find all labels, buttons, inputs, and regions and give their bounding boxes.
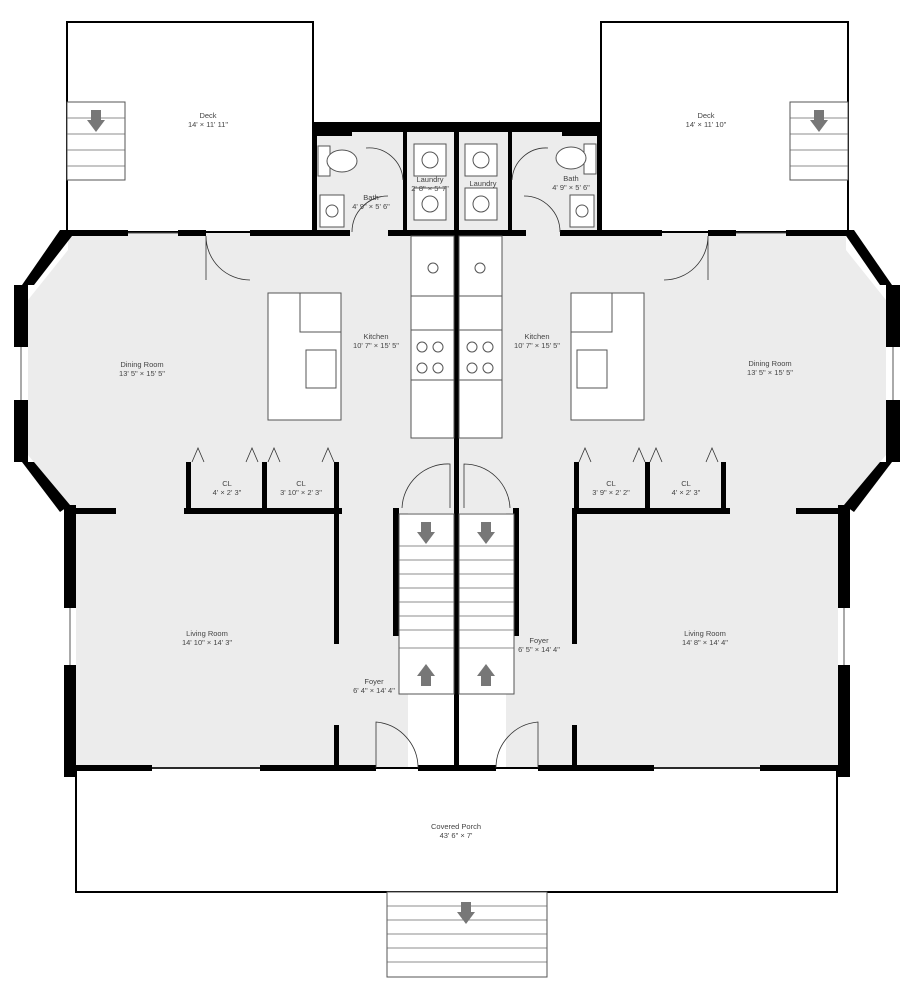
- kitchen-left-dims: 10' 7" × 15' 5": [353, 341, 399, 350]
- sink-icon: [319, 194, 345, 228]
- stair-up-arrow-icon: [417, 664, 435, 686]
- washer-icon: [413, 143, 447, 177]
- bath-right-label: Bath: [563, 174, 578, 183]
- fridge-icon: [410, 235, 455, 297]
- stove-icon: [458, 329, 503, 381]
- bath-left-label: Bath: [363, 193, 378, 202]
- cl-right-1-dims: 3' 9" × 2' 2": [592, 488, 630, 497]
- sink-icon: [305, 349, 337, 389]
- laundry-left-label: Laundry: [416, 175, 443, 184]
- porch-label: Covered Porch: [431, 822, 481, 831]
- cl-left-1-dims: 4' × 2' 3": [213, 488, 242, 497]
- kitchen-left-fixtures: [267, 235, 455, 439]
- bath-right-dims: 4' 9" × 5' 6": [552, 183, 590, 192]
- cl-right-2-dims: 4' × 2' 3": [672, 488, 701, 497]
- kitchen-right-label: Kitchen: [524, 332, 549, 341]
- room-labels: Deck 14' × 11' 11" Deck 14' × 11' 10" Ba…: [119, 111, 793, 840]
- stair-down-arrow-icon: [457, 902, 475, 924]
- deck-left-stairs: [66, 101, 126, 181]
- cl-right-1-label: CL: [606, 479, 616, 488]
- living-right-label: Living Room: [684, 629, 726, 638]
- cl-left-2-dims: 3' 10" × 2' 3": [280, 488, 322, 497]
- sink-icon: [576, 349, 608, 389]
- dining-left-dims: 13' 5" × 15' 5": [119, 369, 165, 378]
- deck-right-label: Deck: [697, 111, 714, 120]
- washer-icon: [464, 143, 498, 177]
- stair-down-arrow-icon: [87, 110, 105, 132]
- stair-down-arrow-icon: [417, 522, 435, 544]
- foyer-right-dims: 6' 5" × 14' 4": [518, 645, 560, 654]
- interior-walls: [76, 132, 838, 770]
- deck-left-label: Deck: [199, 111, 216, 120]
- deck-left-dims: 14' × 11' 11": [188, 120, 228, 129]
- foyer-left-label: Foyer: [364, 677, 384, 686]
- doors: [191, 147, 719, 769]
- cl-left-1-label: CL: [222, 479, 232, 488]
- foyer-right-label: Foyer: [529, 636, 549, 645]
- deck-right-stairs: [789, 101, 849, 181]
- service-fixtures: [317, 143, 597, 228]
- stove-icon: [410, 329, 455, 381]
- deck-right-dims: 14' × 11' 10": [686, 120, 727, 129]
- exterior-walls: [14, 122, 900, 777]
- living-left-label: Living Room: [186, 629, 228, 638]
- porch-stairs: [386, 891, 548, 978]
- interior-stair-right: [458, 513, 515, 695]
- kitchen-right-fixtures: [458, 235, 645, 439]
- laundry-left-dims: 2' 8" × 5' 7": [411, 184, 449, 193]
- dining-right-label: Dining Room: [748, 359, 791, 368]
- dining-left-label: Dining Room: [120, 360, 163, 369]
- dryer-icon: [413, 187, 447, 221]
- living-left-dims: 14' 10" × 14' 3": [182, 638, 232, 647]
- dining-right-dims: 13' 5" × 15' 5": [747, 368, 793, 377]
- stair-up-arrow-icon: [477, 664, 495, 686]
- stair-down-arrow-icon: [477, 522, 495, 544]
- dryer-icon: [464, 187, 498, 221]
- cl-right-2-label: CL: [681, 479, 691, 488]
- porch-dims: 43' 6" × 7': [440, 831, 473, 840]
- living-right-dims: 14' 8" × 14' 4": [682, 638, 728, 647]
- stair-down-arrow-icon: [810, 110, 828, 132]
- cl-left-2-label: CL: [296, 479, 306, 488]
- kitchen-right-dims: 10' 7" × 15' 5": [514, 341, 560, 350]
- bath-left-dims: 4' 9" × 5' 6": [352, 202, 390, 211]
- laundry-right-label: Laundry: [469, 179, 496, 188]
- sink-icon: [569, 194, 595, 228]
- fridge-icon: [458, 235, 503, 297]
- kitchen-left-label: Kitchen: [363, 332, 388, 341]
- interior-stair-left: [398, 513, 455, 695]
- foyer-left-dims: 6' 4" × 14' 4": [353, 686, 395, 695]
